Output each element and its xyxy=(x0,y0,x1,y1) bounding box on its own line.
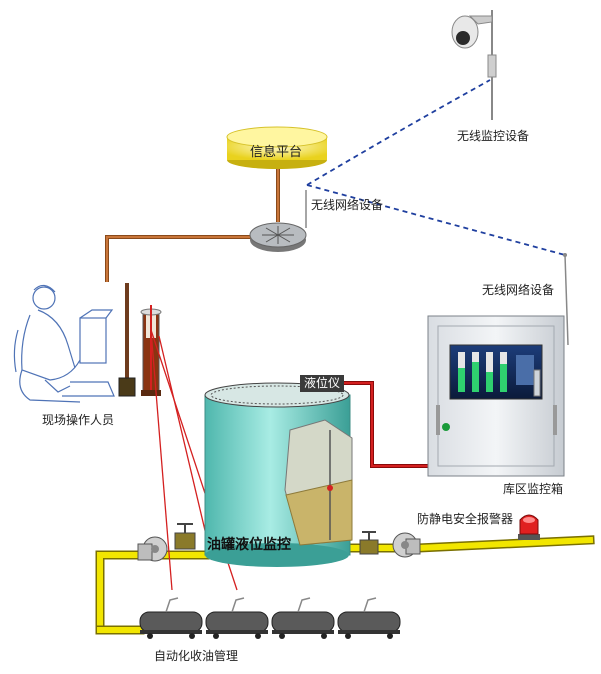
label-wireless-network-right: 无线网络设备 xyxy=(482,283,555,297)
label-info-platform: 信息平台 xyxy=(249,145,302,160)
oil-pipeline xyxy=(95,535,595,635)
oil-tank xyxy=(204,382,353,567)
rail-car-3 xyxy=(271,597,335,639)
label-wireless-network-top: 无线网络设备 xyxy=(311,198,384,212)
gauge-to-box-wire xyxy=(344,381,428,468)
wireless-camera xyxy=(451,10,497,120)
operator-figure xyxy=(13,284,115,403)
label-antistatic-alarm: 防静电安全报警器 xyxy=(417,512,514,526)
label-field-operator: 现场操作人员 xyxy=(42,413,115,427)
label-tank-monitor: 油罐液位监控 xyxy=(207,537,291,553)
info-platform xyxy=(226,126,328,169)
rail-car-4 xyxy=(337,597,401,639)
wireless-antenna-right xyxy=(563,253,569,346)
rail-car-1 xyxy=(139,597,203,639)
label-wireless-camera: 无线监控设备 xyxy=(457,129,530,143)
alarm-beacon xyxy=(518,514,540,540)
label-auto-pipeline: 自动化收油管理 xyxy=(154,649,239,663)
cable-operator-to-hub xyxy=(105,235,255,282)
depot-monitor-box xyxy=(427,315,565,477)
pump-right xyxy=(392,532,421,558)
network-hub xyxy=(249,190,307,252)
rail-car-2 xyxy=(205,597,269,639)
pump-left xyxy=(137,536,168,562)
wireless-links xyxy=(306,79,566,256)
rail-cars xyxy=(139,597,401,639)
label-depot-box: 库区监控箱 xyxy=(503,482,564,496)
valve-right xyxy=(359,531,379,555)
valve-left xyxy=(174,523,196,550)
label-level-gauge: 液位仪 xyxy=(300,375,344,392)
